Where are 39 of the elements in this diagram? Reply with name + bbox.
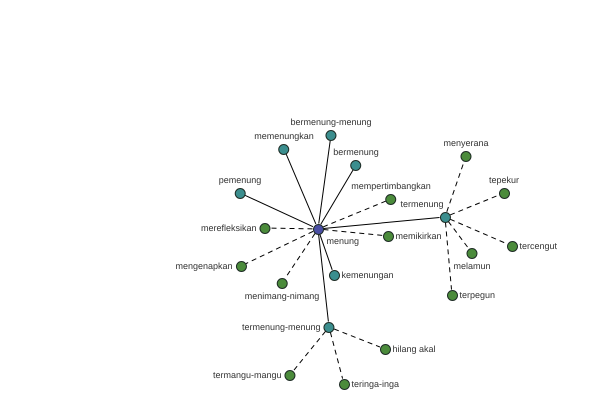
- connector-line: [322, 217, 440, 229]
- dashed-connector-line: [245, 230, 314, 264]
- node-label: memikirkan: [396, 230, 442, 242]
- connector-line: [320, 169, 354, 225]
- dashed-connector-line: [322, 229, 384, 236]
- node-label: melamun: [454, 260, 490, 272]
- node-label: bermenung: [333, 146, 379, 158]
- node-label: merefleksikan: [200, 222, 256, 234]
- node-label: teringa-inga: [352, 378, 400, 390]
- connector-line: [318, 140, 331, 224]
- node-label: bermenung-menung: [290, 116, 372, 128]
- node-label: tepekur: [488, 174, 520, 186]
- node-label: termenung: [400, 198, 444, 210]
- connector-line: [244, 194, 314, 228]
- node-label: hilang akal: [392, 344, 436, 354]
- node-label: mengenapkan: [175, 260, 232, 272]
- node-label: memenungkan: [254, 130, 314, 142]
- node-label: termangu-mangu: [212, 370, 282, 380]
- node-label: pemenung: [218, 174, 262, 186]
- node-label: kemenungan: [342, 270, 394, 280]
- dashed-connector-line: [292, 330, 326, 372]
- dashed-connector-line: [450, 218, 508, 244]
- dashed-connector-line: [445, 222, 452, 290]
- node-label: mempertimbangkan: [351, 180, 431, 192]
- connector-line: [319, 234, 333, 270]
- dashed-connector-line: [448, 220, 470, 250]
- dashed-connector-line: [270, 228, 313, 230]
- dashed-connector-line: [330, 332, 344, 380]
- connector-line: [318, 234, 329, 322]
- node-label: menung: [326, 236, 360, 246]
- node-label: terpegun: [460, 290, 496, 300]
- dashed-connector-line: [334, 328, 380, 348]
- node-label: termenung-menung: [242, 322, 320, 332]
- node-label: tercengut: [520, 240, 558, 252]
- connector-line: [286, 154, 316, 224]
- dashed-connector-line: [322, 200, 386, 228]
- node-label: menyerana: [443, 138, 489, 148]
- dashed-connector-line: [450, 194, 500, 216]
- node-label: menimang-nimang: [244, 290, 320, 302]
